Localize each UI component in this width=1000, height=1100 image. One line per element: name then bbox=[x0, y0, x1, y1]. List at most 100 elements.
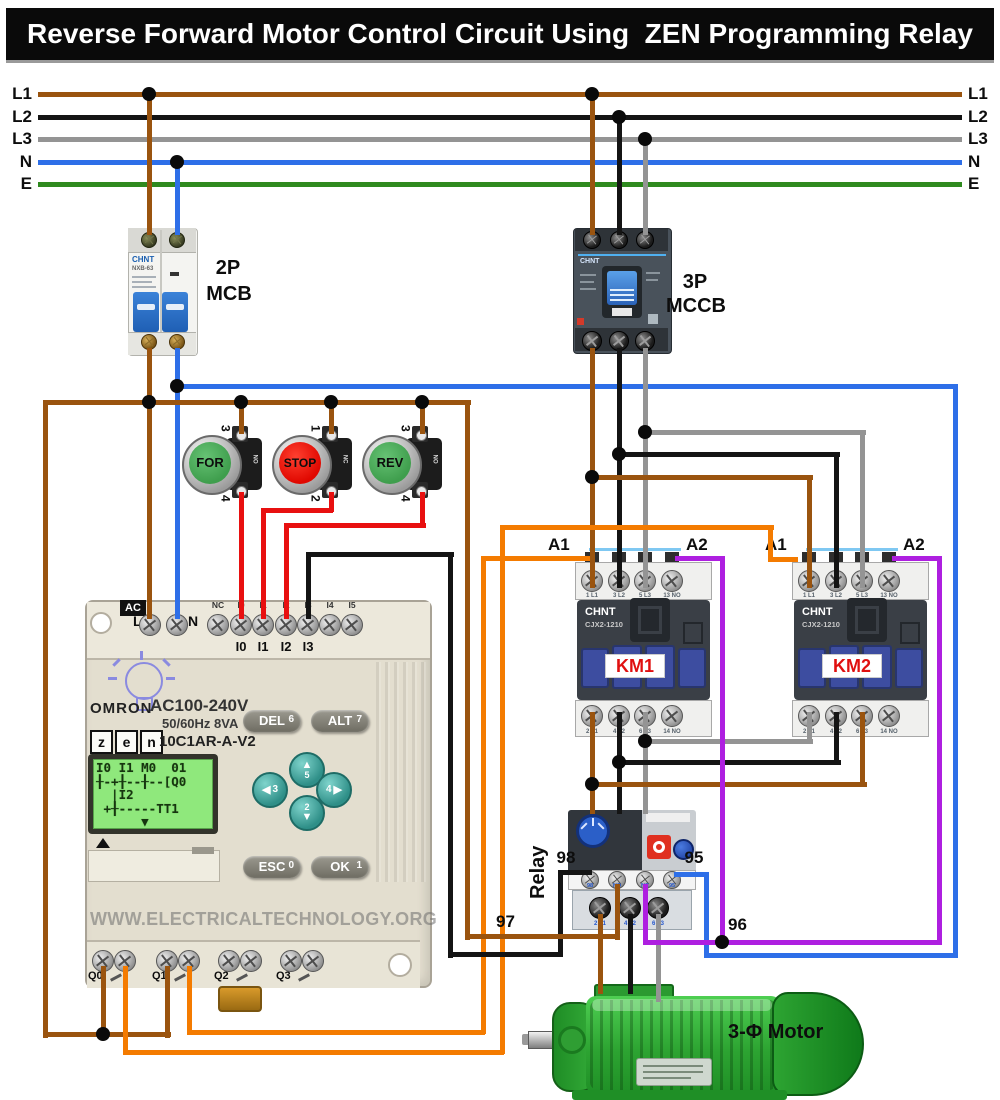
bus-label-l2-left: L2 bbox=[12, 107, 32, 126]
rev-contact-type: NO bbox=[431, 454, 438, 464]
motor-nameplate bbox=[636, 1058, 712, 1086]
overload-98-label: 98 bbox=[556, 848, 576, 867]
zen-terminal-l-label: L bbox=[133, 613, 142, 629]
junction-dot bbox=[612, 755, 626, 769]
km1-center-block bbox=[630, 598, 670, 642]
overload-97-label: 97 bbox=[496, 912, 515, 931]
km2-side-block bbox=[900, 622, 920, 644]
wire-q0-common bbox=[101, 966, 106, 1038]
wire-mccb-to-km1-l3 bbox=[643, 348, 648, 588]
wire-i3-riser bbox=[448, 552, 453, 958]
mccb-print-line bbox=[646, 279, 658, 281]
wire-km1-a1 bbox=[481, 556, 590, 561]
mcb-bottom-cap bbox=[128, 332, 196, 355]
zen-model: 10C1AR-A-V2 bbox=[159, 733, 256, 750]
wire-98-up bbox=[558, 870, 563, 957]
up-arrow-icon: ▲ bbox=[301, 759, 313, 771]
zen-terminal-screw-i4 bbox=[319, 614, 341, 636]
overload-dial bbox=[576, 814, 610, 848]
wire-l1-control-rail bbox=[43, 400, 471, 405]
lcd-line-1: I0 I1 M0 01 bbox=[96, 760, 187, 775]
km2-terminal-screw bbox=[878, 570, 900, 592]
mcb-toggle-right bbox=[162, 292, 188, 332]
km1-term-label: 5 L3 bbox=[638, 593, 651, 599]
km1-blue-square bbox=[678, 648, 706, 688]
wire-q0-out bbox=[123, 966, 128, 1054]
stop-contact-type: NC bbox=[341, 454, 348, 464]
for-bottom-terminal-number: 4 bbox=[218, 494, 233, 502]
wire-for-to-i0 bbox=[239, 492, 244, 619]
mccb-label-line1: 3P bbox=[682, 271, 708, 293]
lcd-line-4: +╂-----TT1 bbox=[96, 800, 179, 816]
wire-cross-t2 bbox=[617, 760, 841, 765]
mccb-brand: CHNT bbox=[580, 258, 600, 265]
km2-retainer bbox=[806, 548, 898, 551]
wire-i3-up bbox=[306, 552, 311, 619]
km1-term-label: 3 L2 bbox=[612, 593, 625, 599]
mcb-indicator bbox=[170, 272, 179, 276]
wire-95-down bbox=[704, 872, 709, 957]
motor-gloss bbox=[592, 999, 772, 1011]
wire-km1-a2 bbox=[675, 556, 725, 561]
motor-front-hub bbox=[558, 1026, 586, 1054]
km1-a2-label: A2 bbox=[686, 535, 708, 554]
wire-l2-branch-km2 bbox=[617, 452, 840, 457]
zen-q3-screw bbox=[280, 950, 302, 972]
bus-label-l3-left: L3 bbox=[12, 129, 32, 148]
junction-dot bbox=[585, 777, 599, 791]
mccb-print-line bbox=[580, 281, 594, 283]
zen-output-label-q2: Q2 bbox=[214, 970, 229, 982]
down-key-number: 2 bbox=[304, 802, 310, 812]
down-arrow-icon: ▼ bbox=[301, 811, 313, 823]
wire-km2-t1-out bbox=[807, 712, 812, 743]
mcb-print-line bbox=[132, 281, 152, 283]
bulb-icon-ray bbox=[108, 677, 117, 680]
din-clip bbox=[218, 986, 262, 1012]
wire-mccb-to-km1-l1 bbox=[590, 348, 595, 588]
zen-input-label: I0 bbox=[235, 639, 247, 654]
km2-a2-label: A2 bbox=[903, 535, 925, 554]
zen-output-label-q3: Q3 bbox=[276, 970, 291, 982]
km1-side-block bbox=[683, 622, 703, 644]
bus-label-e-left: E bbox=[20, 174, 32, 193]
wire-relay-to-motor-v bbox=[628, 914, 633, 994]
left-key-number: 3 bbox=[272, 784, 279, 795]
wire-bus-n bbox=[38, 160, 962, 165]
zen-q3-screw bbox=[302, 950, 324, 972]
overload-test-knob bbox=[673, 839, 694, 860]
left-arrow-icon: ◀ bbox=[261, 783, 271, 796]
zen-slot-tab bbox=[192, 847, 214, 854]
zen-logo-e: e bbox=[115, 730, 138, 754]
wire-km2-coil-riser bbox=[500, 525, 505, 1054]
bus-label-l1-left: L1 bbox=[12, 84, 32, 103]
wire-l2-to-mccb bbox=[617, 115, 622, 235]
mcb-model: NXB-63 bbox=[132, 266, 154, 272]
junction-dot bbox=[142, 87, 156, 101]
motor-label: 3-Φ Motor bbox=[728, 1021, 824, 1043]
km2-clip bbox=[882, 552, 896, 565]
km2-blue-square bbox=[895, 648, 923, 688]
bulb-icon bbox=[125, 662, 163, 700]
overload-aux-label: 95 bbox=[668, 883, 676, 889]
wire-km2-l2-in bbox=[834, 452, 839, 588]
zen-top-small-label: I5 bbox=[348, 600, 356, 610]
zen-input-label: I2 bbox=[280, 639, 292, 654]
mccb-print-line bbox=[580, 274, 596, 276]
wire-km1-a2-riser bbox=[720, 556, 725, 945]
overload-aux-label: 98 bbox=[586, 883, 594, 889]
wire-l3-branch-km2 bbox=[643, 430, 866, 435]
mccb-toggle-ridge bbox=[610, 294, 634, 296]
mccb-toggle-ridge bbox=[610, 289, 634, 291]
overload-96-label: 96 bbox=[728, 915, 747, 934]
del-key-label: DEL bbox=[259, 713, 285, 728]
wire-bus-l3 bbox=[38, 137, 962, 142]
wire-96-down bbox=[643, 884, 648, 945]
km1-term-label: 1 L1 bbox=[585, 593, 598, 599]
wire-mcb-to-zen-l bbox=[147, 348, 152, 619]
km2-terminal-screw bbox=[878, 705, 900, 727]
wire-bus-e bbox=[38, 182, 962, 187]
bulb-icon-ray bbox=[140, 651, 143, 660]
mccb-print-line bbox=[646, 272, 660, 274]
wire-l1-to-mccb bbox=[590, 94, 595, 235]
wire-97-run bbox=[465, 934, 619, 939]
